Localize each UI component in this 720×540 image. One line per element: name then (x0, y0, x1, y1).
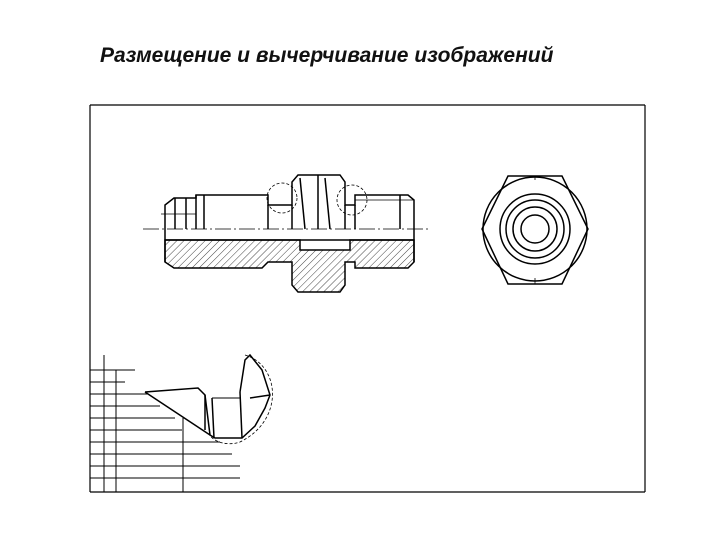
detail-circle-left (266, 182, 298, 214)
enlarged-detail (144, 353, 273, 445)
detail-circle-right (336, 184, 368, 216)
hexagon (481, 175, 589, 285)
title-block-grid (90, 355, 240, 492)
fitting-front-view (143, 174, 428, 293)
drawing-frame (89, 104, 646, 493)
lower-section (164, 239, 415, 293)
upper-outline (164, 174, 415, 229)
fitting-side-view (481, 175, 589, 285)
detail-boundary (209, 354, 273, 445)
slide-title: Размещение и вычерчивание изображений (100, 44, 554, 67)
